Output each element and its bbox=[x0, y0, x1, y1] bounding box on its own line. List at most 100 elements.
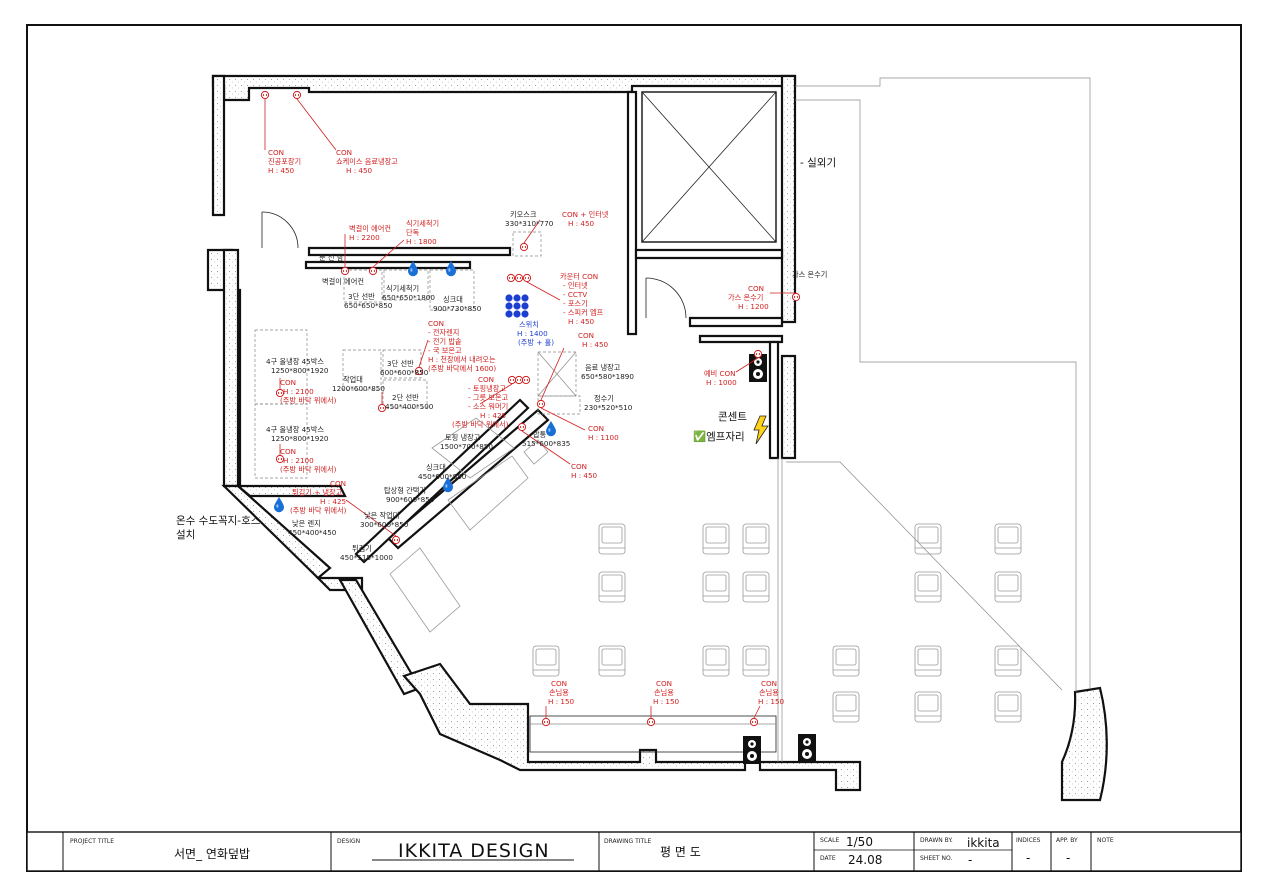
label-rice-size: 515*600*835 bbox=[522, 439, 570, 448]
speaker-icon bbox=[743, 736, 761, 764]
tb-project-label: PROJECT TITLE bbox=[70, 838, 114, 845]
switch-block bbox=[505, 294, 529, 318]
con-purifier-h: H : 1100 bbox=[588, 433, 619, 442]
label-shelf2-size: 450*400*500 bbox=[385, 402, 434, 411]
con-hand2-name: 손님용 bbox=[654, 688, 674, 697]
kitchen-equipment bbox=[254, 231, 581, 633]
con-dish-h: H : 1800 bbox=[406, 237, 437, 246]
con-dish-title: 식기세척기 bbox=[406, 219, 439, 228]
tb-sheet: - bbox=[968, 853, 972, 867]
label-hose-note-2: 설치 bbox=[176, 529, 195, 541]
con-counter-1: - 인터넷 bbox=[563, 281, 588, 290]
label-switch-note: (주방 + 홀) bbox=[518, 338, 554, 347]
label-shelf3: 3단 선반 bbox=[348, 292, 375, 301]
con-purifier-title: CON bbox=[588, 424, 604, 433]
leader-lines bbox=[264, 98, 796, 719]
label-kiosk: 키오스크 bbox=[510, 210, 537, 219]
label-wall-ac: 벽걸이 에어컨 bbox=[322, 277, 364, 286]
con-bev-h: H : 450 bbox=[582, 340, 609, 349]
con-kitchen-1: - 전자렌지 bbox=[428, 328, 459, 337]
con-gas-title: CON bbox=[748, 284, 764, 293]
label-shelf2: 2단 선반 bbox=[392, 393, 419, 402]
con-fridge-a-title: CON bbox=[280, 378, 296, 387]
label-bev-fridge-size: 650*580*1890 bbox=[581, 372, 634, 381]
con-topping-2: - 그릇 보온고 bbox=[468, 393, 509, 402]
label-prep-table-size: 300*600*850 bbox=[360, 520, 409, 529]
label-workbench-size: 1200*600*850 bbox=[332, 384, 385, 393]
label-sink2: 싱크대 bbox=[426, 463, 446, 472]
con-hand2-h: H : 150 bbox=[653, 697, 680, 706]
label-low-range-size: 450*400*450 bbox=[288, 528, 337, 537]
label-sink2-size: 450*600*850 bbox=[418, 472, 467, 481]
tb-appby: - bbox=[1066, 851, 1070, 865]
con-topping-h: H : 425 bbox=[480, 411, 506, 420]
speaker-icon bbox=[798, 734, 816, 762]
title-block bbox=[26, 831, 1242, 872]
hall-seating bbox=[529, 523, 1022, 753]
tb-scale: 1/50 bbox=[846, 835, 873, 849]
con-kiosk: CON + 인터넷 bbox=[562, 210, 609, 219]
label-switch-h: H : 1400 bbox=[517, 329, 548, 338]
label-dishwasher-size: 650*650*1800 bbox=[382, 293, 435, 302]
con-hand3-title: CON bbox=[761, 679, 777, 688]
label-purifier: 정수기 bbox=[594, 394, 614, 403]
con-hand2-title: CON bbox=[656, 679, 672, 688]
label-bev-fridge: 음료 냉장고 bbox=[585, 363, 621, 372]
con-dish-sub: 단독 bbox=[406, 228, 420, 237]
terrace-outline bbox=[777, 77, 1091, 762]
con-kitchen-title: CON bbox=[428, 319, 444, 328]
label-dishwasher: 식기세척기 bbox=[386, 284, 419, 293]
label-topping-fridge-size: 1500*700*850 bbox=[440, 442, 493, 451]
con-fryer-h: H : 425 bbox=[320, 497, 346, 506]
walls bbox=[206, 74, 1108, 802]
con-kitchen-2: - 전기 밥솥 bbox=[428, 337, 462, 346]
con-fryer-title: CON bbox=[330, 479, 346, 488]
con-kitchen-4: H : 천장에서 내려오는 bbox=[428, 355, 496, 364]
con-vacuum-title: CON bbox=[268, 148, 284, 157]
label-fryer-size: 450*515*1000 bbox=[340, 553, 393, 562]
con-counter-2: - CCTV bbox=[563, 290, 587, 299]
con-spare-h: H : 1000 bbox=[706, 378, 737, 387]
tb-drawn-label: DRAWN BY. bbox=[920, 837, 953, 844]
water-drop-icon bbox=[274, 497, 284, 513]
con-showcase-name: 쇼케이스 음료냉장고 bbox=[336, 157, 398, 166]
con-fridge-b-note: (주방 바닥 위에서) bbox=[280, 465, 337, 474]
label-low-range: 낮은 렌지 bbox=[292, 519, 321, 528]
con-fridge-b-h: H : 2100 bbox=[283, 456, 314, 465]
con-kitchen-3: - 국 보온고 bbox=[428, 346, 462, 355]
label-fryer: 튀김기 bbox=[352, 544, 372, 553]
con-showcase-title: CON bbox=[336, 148, 352, 157]
con-hand1-h: H : 150 bbox=[548, 697, 575, 706]
label-prep-table: 낮은 작업대 bbox=[364, 511, 399, 520]
con-hand1-name: 손님용 bbox=[549, 688, 569, 697]
outlet-symbols bbox=[260, 90, 801, 727]
label-gas-heater: 가스 온수기 bbox=[792, 270, 827, 279]
tb-design: IKKITA DESIGN bbox=[398, 840, 550, 862]
tb-design-label: DESIGN bbox=[337, 838, 360, 845]
label-switch: 스위치 bbox=[519, 320, 539, 329]
con-hand3-h: H : 150 bbox=[758, 697, 785, 706]
label-outlet: 콘센트 bbox=[718, 411, 747, 423]
con-rice-title: CON bbox=[571, 462, 587, 471]
con-rice-h: H : 450 bbox=[571, 471, 598, 480]
tb-drawing-title: 평 면 도 bbox=[660, 845, 701, 859]
con-gas-h: H : 1200 bbox=[738, 302, 769, 311]
label-shelf3b-size: 600*600*850 bbox=[380, 368, 429, 377]
con-fridge-a-h: H : 2100 bbox=[283, 387, 314, 396]
con-counter-h: H : 450 bbox=[568, 317, 595, 326]
con-fryer-1: 튀김기 + 냉장고 bbox=[292, 488, 343, 497]
con-hand1-title: CON bbox=[551, 679, 567, 688]
label-hose-note-1: 온수 수도꼭지-호스 bbox=[176, 515, 261, 527]
label-kiosk-size: 330*310*770 bbox=[505, 219, 554, 228]
label-shelf3-size: 650*650*850 bbox=[344, 301, 393, 310]
tb-indices-label: INDICES bbox=[1016, 837, 1041, 844]
label-fridge45b: 4구 올냉장 45박스 bbox=[266, 425, 324, 434]
con-bev-title: CON bbox=[578, 331, 594, 340]
water-drop-icon bbox=[546, 421, 556, 437]
elevator-void bbox=[641, 91, 777, 243]
tb-scale-label: SCALE bbox=[820, 837, 839, 844]
con-topping-title: CON bbox=[478, 375, 494, 384]
con-counter-4: - 스피커 엠프 bbox=[563, 308, 604, 317]
label-shelf3b: 3단 선반 bbox=[387, 359, 414, 368]
